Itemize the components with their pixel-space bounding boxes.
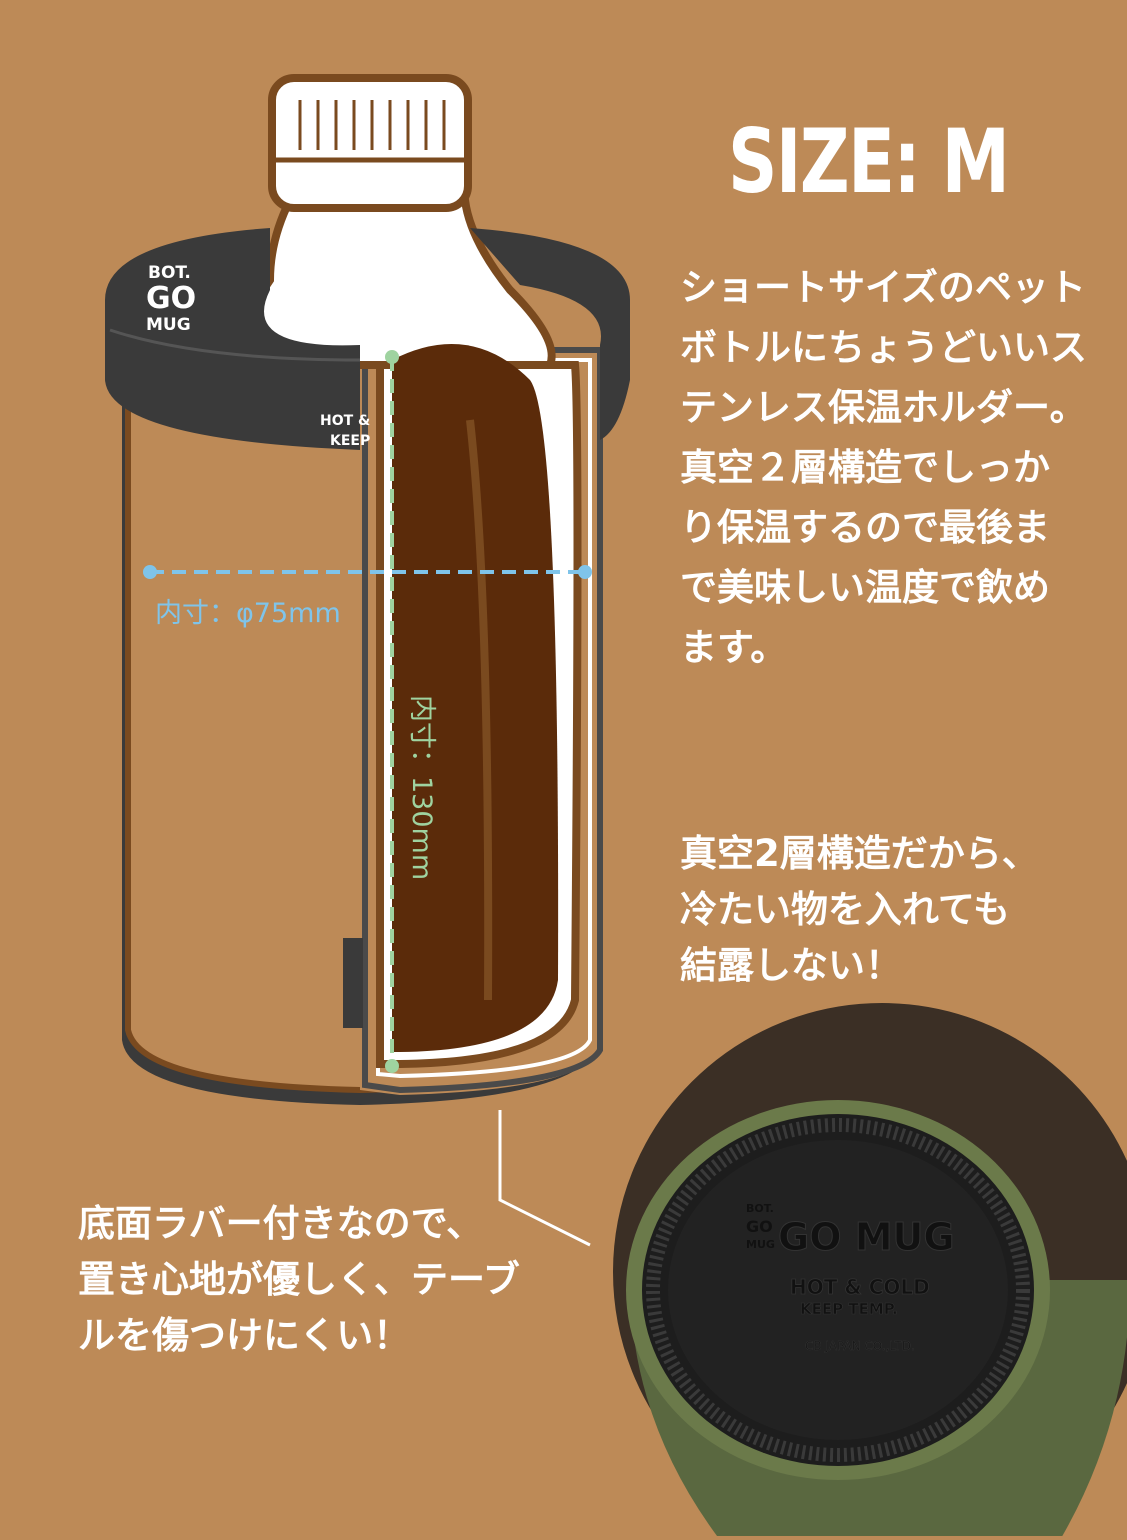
bottom-hot-cold: HOT & COLD — [790, 1275, 930, 1299]
bottom-logo-small-2: GO — [746, 1217, 773, 1236]
lid-hot-label-1: HOT & — [320, 413, 370, 429]
lid-logo-line-3: MUG — [146, 315, 191, 335]
description-line: ます。 — [680, 626, 788, 669]
description-line: ショートサイズのペット — [680, 266, 1086, 309]
bottom-rubber-photo — [611, 1001, 1127, 1540]
description-line: で美味しい温度で飲め — [680, 566, 1050, 609]
bottom-logo-small-1: BOT. — [746, 1202, 774, 1215]
condensation-line: 結露しない！ — [680, 944, 902, 987]
height-dimension — [385, 350, 399, 1073]
bottom-logo-small-3: MUG — [746, 1238, 775, 1251]
lid-logo-line-2: GO — [146, 281, 196, 316]
description-line: ボトルにちょうどいいス — [680, 326, 1087, 369]
bottom-logo: GO MUG — [778, 1215, 955, 1259]
rubber-note: 底面ラバー付きなので、 置き心地が優しく、テーブ ルを傷つけにくい！ — [78, 1196, 520, 1364]
side-logo-badge — [343, 938, 363, 1028]
condensation-line: 真空2層構造だから、 — [680, 832, 1039, 875]
diameter-label: 内寸：φ75mm — [155, 598, 341, 629]
product-description: ショートサイズのペット ボトルにちょうどいいス テンレス保温ホルダー。 真空２層… — [680, 258, 1110, 678]
leader-line — [498, 1110, 591, 1247]
drink-fill — [392, 344, 559, 1052]
bottom-keep-temp: KEEP TEMP. — [800, 1300, 898, 1318]
holder-lid — [105, 228, 630, 450]
description-line: り保温するので最後ま — [680, 506, 1050, 549]
condensation-line: 冷たい物を入れても — [680, 888, 1011, 931]
rubber-line: ルを傷つけにくい！ — [78, 1314, 411, 1357]
rubber-line: 置き心地が優しく、テーブ — [78, 1258, 520, 1301]
description-line: 真空２層構造でしっか — [680, 446, 1050, 489]
bottom-maker: CB JAPAN CO.,LTD. — [805, 1339, 915, 1353]
lid-logo-line-1: BOT. — [148, 263, 191, 283]
size-title: SIZE: M — [728, 110, 1010, 213]
diameter-dimension — [143, 565, 592, 579]
rubber-line: 底面ラバー付きなので、 — [78, 1202, 484, 1245]
description-line: テンレス保温ホルダー。 — [680, 386, 1087, 429]
lid-hot-label-2: KEEP — [330, 433, 370, 449]
height-label: 内寸：130mm — [406, 695, 437, 880]
condensation-note: 真空2層構造だから、 冷たい物を入れても 結露しない！ — [680, 826, 1039, 994]
